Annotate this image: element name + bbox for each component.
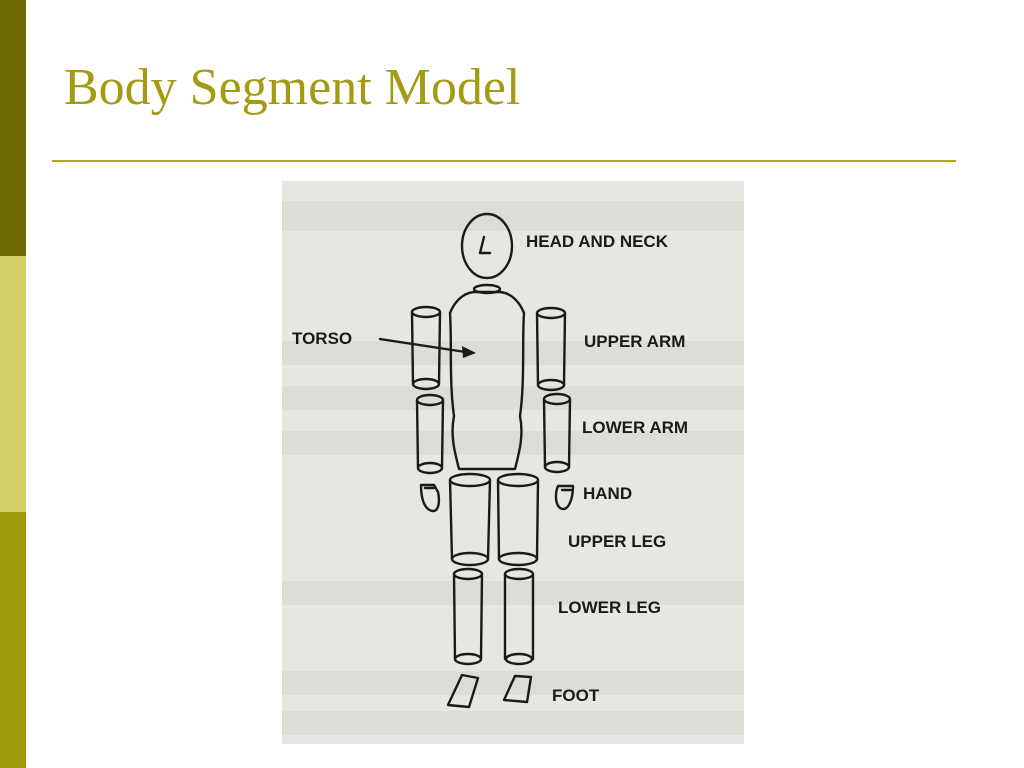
right-arm	[535, 306, 575, 511]
title-divider	[52, 160, 956, 162]
accent-band-top	[0, 0, 26, 256]
body-segment-figure: HEAD AND NECK TORSO UPPER ARM LOWER ARM …	[282, 181, 744, 744]
body-segment-diagram: HEAD AND NECK TORSO UPPER ARM LOWER ARM …	[282, 201, 744, 735]
slide-title: Body Segment Model	[64, 59, 521, 116]
accent-band-middle	[0, 256, 26, 512]
lower-legs	[452, 567, 535, 666]
left-arm	[410, 305, 445, 513]
label-head-and-neck: HEAD AND NECK	[526, 232, 669, 251]
label-foot: FOOT	[552, 686, 600, 705]
label-upper-arm: UPPER ARM	[584, 332, 685, 351]
torso-arrow	[378, 337, 476, 358]
label-lower-arm: LOWER ARM	[582, 418, 688, 437]
accent-band-bottom	[0, 512, 26, 768]
torso-segment	[448, 290, 526, 471]
label-upper-leg: UPPER LEG	[568, 532, 666, 551]
upper-legs	[448, 472, 540, 567]
label-hand: HAND	[583, 484, 632, 503]
label-torso: TORSO	[292, 329, 352, 348]
label-lower-leg: LOWER LEG	[558, 598, 661, 617]
feet	[446, 673, 533, 709]
